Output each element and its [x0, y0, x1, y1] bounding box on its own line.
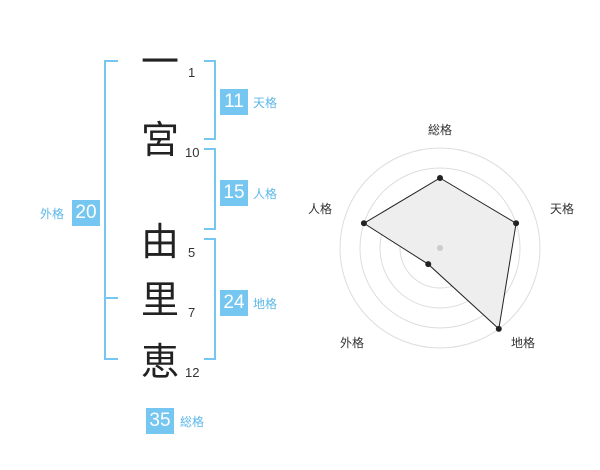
tenkaku-bracket [204, 60, 216, 140]
radar-axis-label-jinkaku: 人格 [308, 202, 333, 216]
radar-axis-label-chikaku: 地格 [511, 336, 536, 350]
stroke-count-4: 7 [188, 305, 196, 320]
radar-ring [359, 167, 521, 329]
radar-ring [339, 147, 541, 349]
radar-axis-label-tenkaku: 天格 [550, 202, 575, 216]
chikaku-label: 地格 [253, 297, 278, 311]
radar-polygon [362, 177, 517, 330]
name-char-4: 里 [140, 278, 179, 322]
radar-points [360, 175, 520, 332]
radar-point-3 [495, 325, 502, 332]
tenkaku-label: 天格 [253, 96, 278, 110]
jinkaku-value-badge: 15 [220, 180, 248, 206]
name-char-2: 宮 [140, 118, 179, 162]
soukaku-value-badge: 35 [146, 408, 174, 434]
gaikaku-bracket-divider [104, 297, 118, 299]
gaikaku-value-badge: 20 [72, 200, 100, 226]
jinkaku-label: 人格 [253, 187, 278, 201]
tenkaku-value-badge: 11 [220, 89, 248, 115]
chikaku-bracket [204, 238, 216, 360]
name-char-5: 恵 [140, 340, 179, 384]
stroke-count-2: 10 [185, 145, 200, 160]
gaikaku-bracket [104, 60, 118, 360]
name-char-3: 由 [140, 220, 179, 264]
radar-point-1 [437, 175, 443, 181]
gaikaku-label: 外格 [40, 207, 65, 221]
radar-axis-label-gaikaku: 外格 [340, 336, 365, 350]
radar-center-dot [437, 245, 443, 251]
stroke-count-5: 12 [185, 365, 200, 380]
radar-axis-label-soukaku: 総格 [428, 123, 453, 137]
radar-point-2 [513, 220, 520, 227]
stroke-count-3: 5 [188, 245, 196, 260]
radar-point-5 [360, 220, 367, 227]
radar-point-4 [425, 261, 432, 268]
name-char-1: 一 [140, 40, 179, 84]
soukaku-label: 総格 [180, 415, 205, 429]
stroke-count-1: 1 [188, 65, 196, 80]
jinkaku-bracket [204, 148, 216, 230]
chikaku-value-badge: 24 [220, 290, 248, 316]
radar-chart [339, 147, 541, 349]
